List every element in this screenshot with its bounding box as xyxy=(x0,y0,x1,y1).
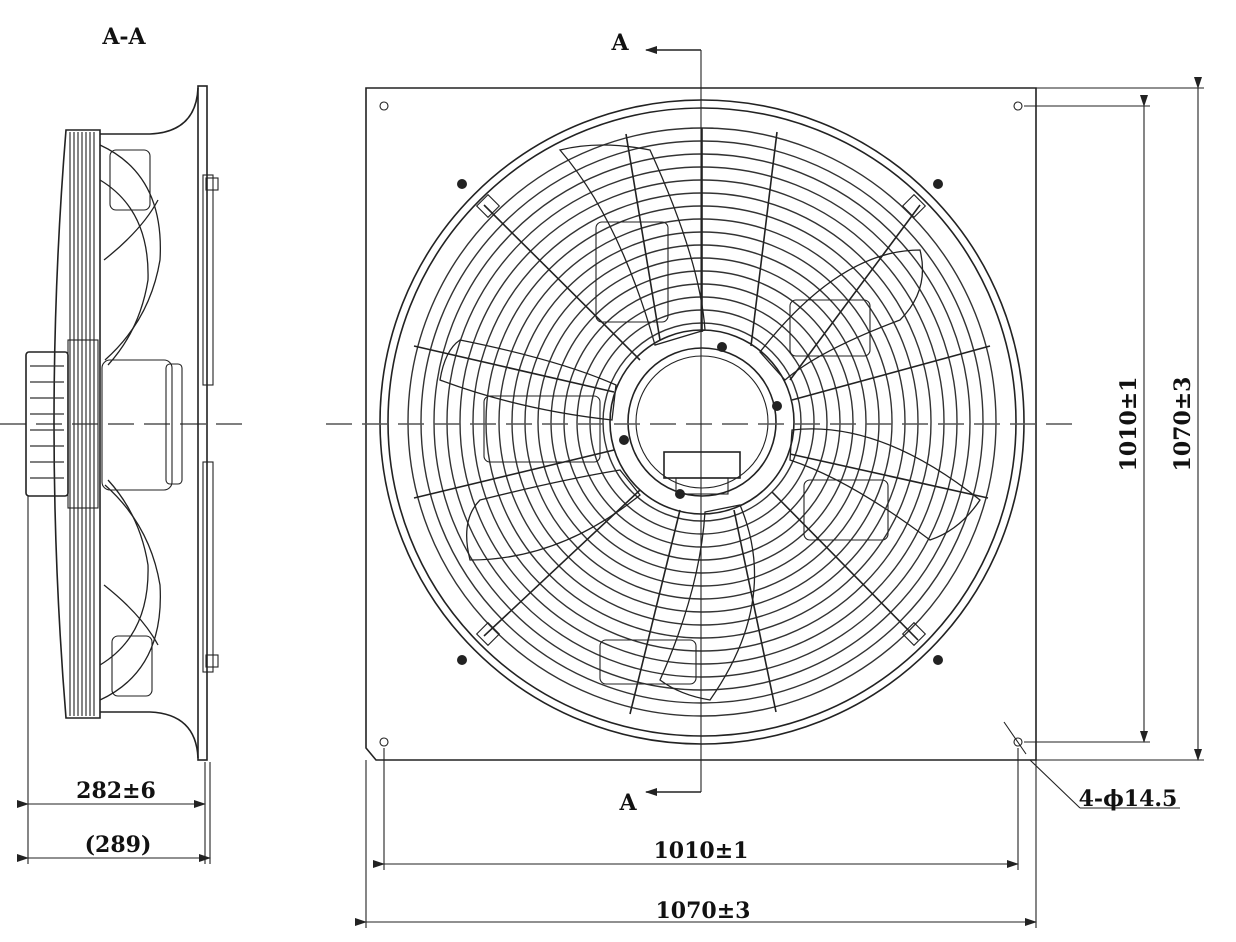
side-motor-mount xyxy=(67,339,99,509)
side-bolt-bottom xyxy=(205,654,219,668)
depth-dim-text: 282±6 xyxy=(76,778,156,804)
hub-bolts xyxy=(619,342,782,499)
overall-height-text: 1070±3 xyxy=(1170,377,1196,472)
blade-plate-right-bottom xyxy=(803,479,889,541)
guard-bolts xyxy=(457,179,943,665)
cut-mark-bottom: A xyxy=(618,790,637,816)
corner-hole-tr xyxy=(1013,101,1023,111)
side-mounting-plate xyxy=(197,85,208,761)
side-shroud-top xyxy=(100,87,199,135)
guard-struts xyxy=(413,128,991,715)
corner-hole-tl xyxy=(379,101,389,111)
section-label: A-A xyxy=(101,24,146,50)
cable-gland xyxy=(675,477,729,495)
blade-plate-left xyxy=(483,395,601,463)
hole-spacing-v-text: 1010±1 xyxy=(1116,377,1142,472)
side-view: A-A xyxy=(0,24,250,864)
hub-outer xyxy=(609,329,795,515)
overall-depth-dim-text: (289) xyxy=(85,832,152,858)
terminal-box xyxy=(663,451,741,479)
orifice-inner xyxy=(387,107,1017,737)
strut-clamps xyxy=(475,193,927,647)
hole-spacing-h-text: 1010±1 xyxy=(654,838,749,864)
corner-hole-bl xyxy=(379,737,389,747)
cut-mark-top: A xyxy=(610,30,629,56)
hub-motor xyxy=(627,347,777,497)
fan-blades xyxy=(439,144,981,701)
side-guard xyxy=(53,129,101,719)
side-flange-top xyxy=(202,174,214,386)
side-shroud-bottom xyxy=(100,711,199,759)
orifice-outer xyxy=(379,99,1025,745)
side-bolt-top xyxy=(205,177,219,191)
side-hub-cap xyxy=(165,363,183,485)
front-view: A A 1010±1 1070±3 1010±1 1070±3 4-ϕ14.5 xyxy=(326,30,1204,928)
hole-leader-line xyxy=(1029,759,1081,809)
hole-leader-stub xyxy=(1003,721,1027,755)
side-blades xyxy=(99,144,173,701)
side-flange-bottom xyxy=(202,461,214,673)
blade-plate-top xyxy=(595,221,669,323)
hub-inner xyxy=(635,355,769,489)
blade-plate-bottom xyxy=(599,639,697,685)
side-guard-fins xyxy=(69,132,95,716)
overall-width-text: 1070±3 xyxy=(656,898,751,924)
blade-plate-right-top xyxy=(789,299,871,357)
side-motor-fins xyxy=(30,365,64,479)
mounting-holes-text: 4-ϕ14.5 xyxy=(1079,786,1178,812)
corner-hole-br xyxy=(1013,737,1023,747)
